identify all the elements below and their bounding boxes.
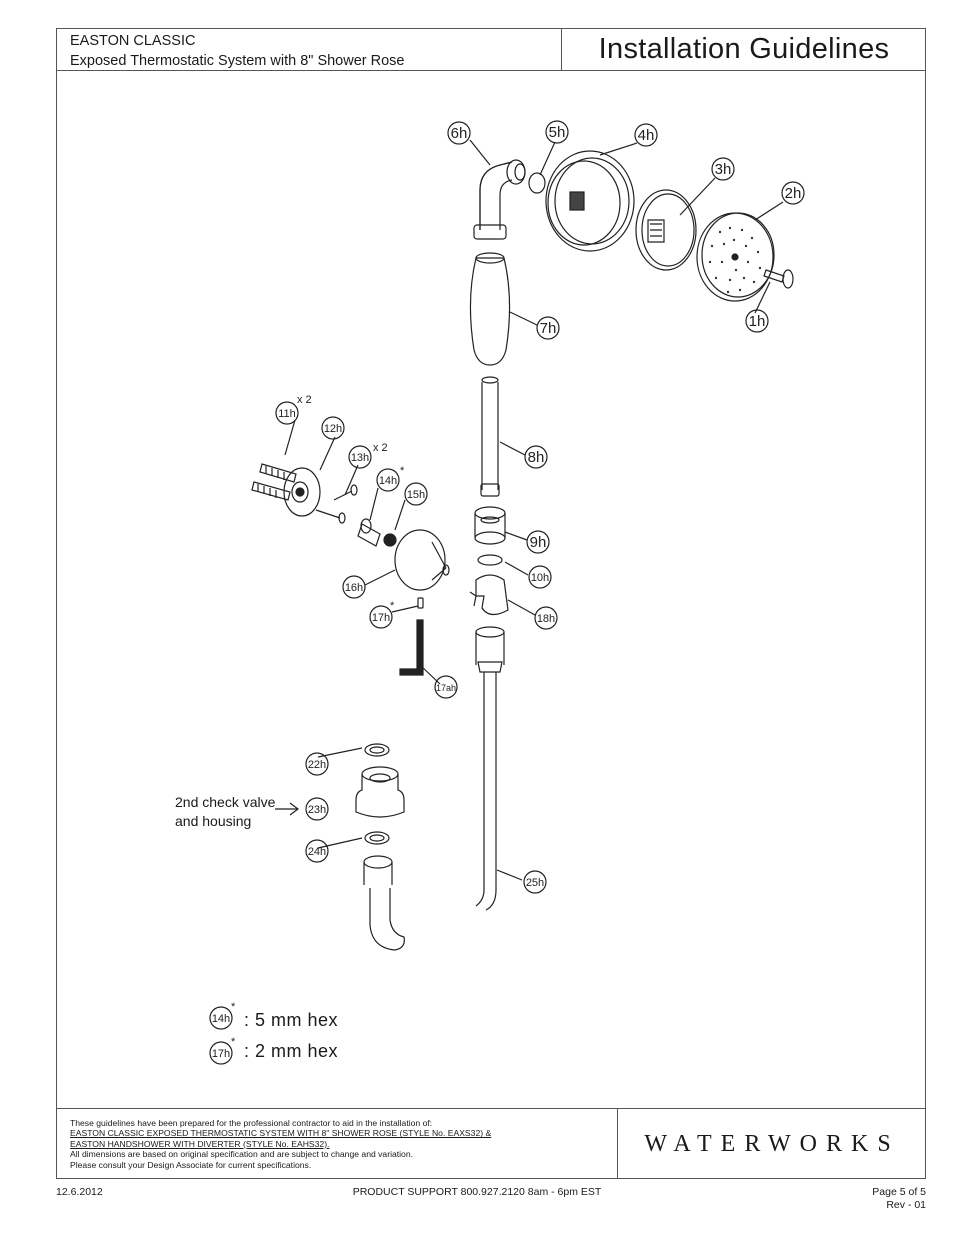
check-valve-note: 2nd check valve and housing [175, 793, 275, 831]
part-spray-plate-2h [696, 212, 775, 302]
legend-asterisk-17h: * [231, 1036, 236, 1048]
footer-line2: EASTON CLASSIC EXPOSED THERMOSTATIC SYST… [70, 1128, 492, 1139]
part-ring-3h [635, 189, 697, 271]
part-grub-screw-17h [417, 597, 424, 609]
legend-17h-text: : 2 mm hex [244, 1041, 339, 1061]
part-label-9h: 9h [530, 534, 547, 551]
legend-asterisk-14h: * [231, 1001, 236, 1013]
part-wall-plugs-11h [251, 463, 297, 501]
part-screws-13h [315, 484, 358, 524]
part-label-17h: 17h [372, 612, 390, 624]
footer-line1: These guidelines have been prepared for … [70, 1118, 433, 1128]
asterisk-14h: * [400, 465, 405, 477]
part-label-23h: 23h [308, 804, 326, 816]
part-hex-key-17ah [399, 619, 424, 676]
part-label-6h: 6h [451, 125, 468, 142]
qty-11h: x 2 [297, 394, 312, 406]
page-frame [56, 28, 926, 1179]
part-washer-24h [364, 831, 390, 845]
part-check-valve-23h [355, 766, 405, 818]
part-label-15h: 15h [407, 489, 425, 501]
part-washer-22h [364, 743, 390, 757]
part-label-14h: 14h [379, 475, 397, 487]
legend-part-17h: 17h [212, 1048, 230, 1060]
part-label-8h: 8h [528, 449, 545, 466]
footer-line3: EASTON HANDSHOWER WITH DIVERTER (STYLE N… [70, 1138, 330, 1149]
part-pipe-8h [480, 376, 500, 497]
part-elbow-6h [473, 159, 526, 240]
document-title: Installation Guidelines [562, 28, 926, 71]
part-label-13h: 13h [351, 452, 369, 464]
part-label-7h: 7h [540, 320, 557, 337]
legend-part-14h: 14h [212, 1013, 230, 1025]
part-rose-housing-4h [545, 150, 635, 252]
part-label-10h: 10h [531, 572, 549, 584]
part-label-2h: 2h [785, 185, 802, 202]
part-washer-10h [477, 554, 503, 566]
product-line: EASTON CLASSIC [70, 33, 196, 49]
part-washer-5h [528, 172, 546, 194]
check-valve-line1: 2nd check valve [175, 794, 276, 810]
part-label-11h: 11h [278, 408, 296, 420]
part-label-22h: 22h [308, 759, 326, 771]
spray-holes [708, 226, 762, 294]
part-label-1h: 1h [749, 313, 766, 330]
page-info: Page 5 of 5 Rev - 01 [872, 1186, 926, 1212]
part-label-18h: 18h [537, 613, 555, 625]
part-handle-7h [469, 252, 511, 366]
part-label-5h: 5h [549, 124, 566, 141]
part-hose-inlet [363, 855, 405, 951]
brand-logo: WATERWORKS [618, 1108, 926, 1179]
asterisk-17h: * [390, 600, 395, 612]
header-product-info: EASTON CLASSIC Exposed Thermostatic Syst… [56, 28, 562, 71]
part-cover-16h [394, 529, 450, 591]
footer-line4: All dimensions are based on original spe… [70, 1149, 414, 1160]
page-number: Page 5 of 5 [872, 1186, 926, 1198]
part-label-3h: 3h [715, 161, 732, 178]
part-label-25h: 25h [526, 877, 544, 889]
part-label-16h: 16h [345, 582, 363, 594]
qty-13h: x 2 [373, 442, 388, 454]
product-support: PRODUCT SUPPORT 800.927.2120 8am - 6pm E… [352, 1186, 602, 1198]
part-label-4h: 4h [638, 127, 655, 144]
part-flange-12h [283, 467, 321, 517]
document-date: 12.6.2012 [56, 1186, 103, 1198]
part-label-12h: 12h [324, 423, 342, 435]
footer-disclaimer: These guidelines have been prepared for … [56, 1108, 618, 1179]
part-connector-14h [357, 518, 381, 547]
part-o-ring-15h [383, 533, 397, 547]
part-union-9h [474, 506, 506, 545]
product-description: Exposed Thermostatic System with 8" Show… [70, 53, 405, 69]
footer-line5: Please consult your Design Associate for… [70, 1159, 312, 1170]
part-clip-18h [469, 574, 509, 616]
part-hose-25h [475, 626, 505, 911]
legend-14h-text: : 5 mm hex [244, 1010, 339, 1030]
check-valve-line2: and housing [175, 813, 252, 829]
part-screw-1h [763, 269, 794, 289]
part-label-24h: 24h [308, 846, 326, 858]
part-label-17ah: 17ah [436, 683, 456, 693]
revision: Rev - 01 [886, 1199, 926, 1211]
